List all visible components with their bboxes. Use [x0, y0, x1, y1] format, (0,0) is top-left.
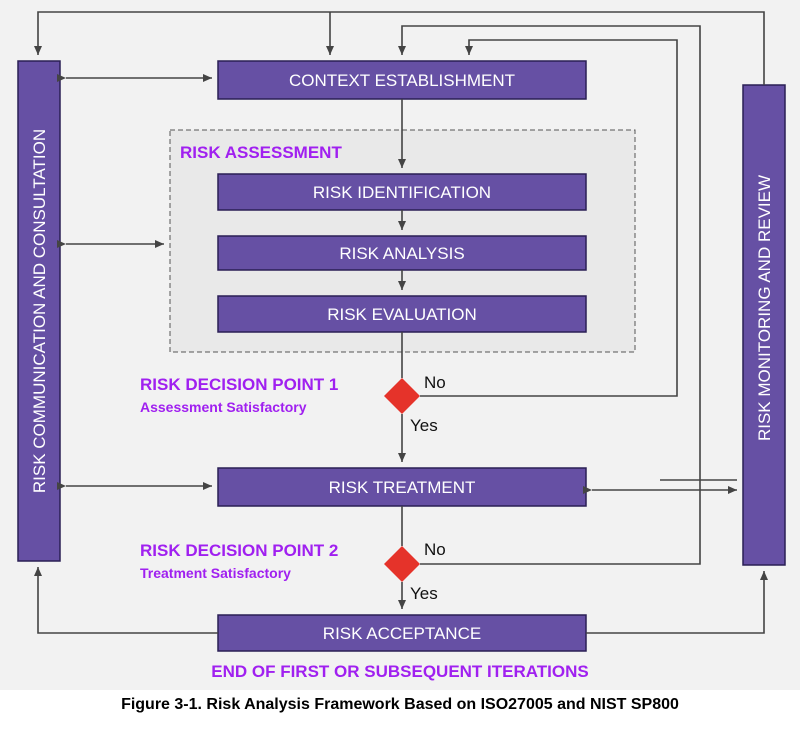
risk-treatment-label: RISK TREATMENT [329, 478, 476, 497]
decision-diamond-2 [384, 546, 420, 582]
risk-analysis-label: RISK ANALYSIS [339, 244, 464, 263]
risk-acceptance-box [217, 614, 587, 652]
risk-assessment-title: RISK ASSESSMENT [180, 143, 342, 162]
figure-caption: Figure 3-1. Risk Analysis Framework Base… [121, 696, 679, 713]
context-establishment-label: CONTEXT ESTABLISHMENT [289, 71, 515, 90]
decision-point-1-title: RISK DECISION POINT 1 [140, 375, 338, 394]
decision-point-1-yes: Yes [410, 416, 438, 435]
iteration-footer-label: END OF FIRST OR SUBSEQUENT ITERATIONS [211, 662, 588, 681]
risk-evaluation-label: RISK EVALUATION [327, 305, 477, 324]
risk-analysis-box [217, 235, 587, 271]
monitoring-bar [742, 84, 786, 566]
risk-treatment-box [217, 467, 587, 507]
risk-identification-label: RISK IDENTIFICATION [313, 183, 491, 202]
communication-bar-label: RISK COMMUNICATION AND CONSULTATION [30, 129, 49, 493]
decision-point-2-title: RISK DECISION POINT 2 [140, 541, 338, 560]
communication-bar [17, 60, 61, 562]
decision-point-1-no: No [424, 373, 446, 392]
connectors [34, 11, 768, 634]
decision-point-1-subtitle: Assessment Satisfactory [140, 399, 307, 415]
risk-identification-box [217, 173, 587, 211]
context-establishment-box [217, 60, 587, 100]
decision-point-2-no: No [424, 540, 446, 559]
decision-point-2-yes: Yes [410, 584, 438, 603]
monitoring-bar-label: RISK MONITORING AND REVIEW [755, 175, 774, 441]
risk-acceptance-label: RISK ACCEPTANCE [323, 624, 481, 643]
decision-diamond-1 [384, 378, 420, 414]
decision-point-2-subtitle: Treatment Satisfactory [140, 565, 291, 581]
risk-evaluation-box [217, 295, 587, 333]
